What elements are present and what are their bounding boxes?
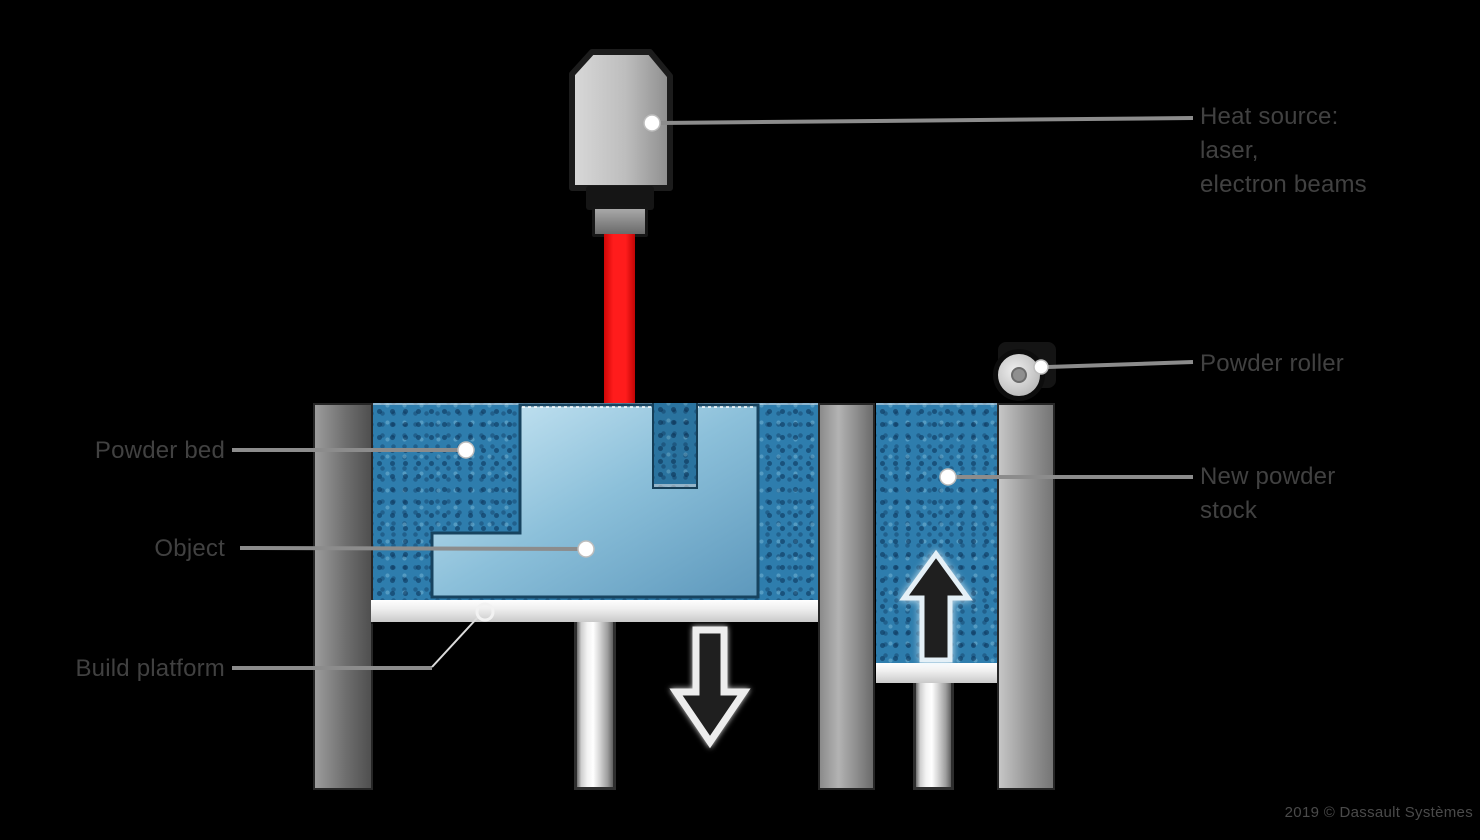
heat-source-leader-line (659, 116, 1194, 125)
roller-leader-line (1047, 360, 1194, 369)
right-wall (997, 403, 1055, 790)
left-wall (313, 403, 373, 790)
build-piston (574, 622, 616, 790)
powder-bed-label: Powder bed (94, 437, 225, 464)
laser-beam (604, 234, 635, 404)
laser-lens (592, 206, 648, 237)
powder-roller-label: Powder roller (1200, 350, 1344, 377)
powder-supply-platform (876, 663, 997, 683)
powder-filled-slot (652, 403, 698, 489)
heat-source-callout-dot (643, 114, 661, 132)
object-label: Object (154, 535, 225, 562)
powder-bed-area (373, 403, 818, 600)
new-powder-stock-label-line1: New powder (1200, 463, 1336, 490)
roller-hub (1011, 367, 1027, 383)
build-platform-label: Build platform (75, 655, 225, 682)
new-powder-stock-label-line2: stock (1200, 497, 1258, 524)
build-platform-diagonal-line (431, 615, 480, 668)
heat-source-label: Heat source: laser, electron beams (1200, 100, 1367, 202)
heat-source-label-line1: Heat source: (1200, 103, 1339, 130)
build-platform-bar (371, 600, 818, 622)
middle-wall (818, 403, 875, 790)
new-powder-stock-label: New powder stock (1200, 460, 1335, 528)
new-powder-stock-area (876, 403, 997, 663)
down-arrow-icon (669, 626, 751, 749)
laser-head-icon (569, 49, 673, 191)
heat-source-label-line2: laser, (1200, 137, 1259, 164)
powder-supply-piston (913, 683, 954, 790)
heat-source-label-line3: electron beams (1200, 171, 1367, 198)
copyright-watermark: 2019 © Dassault Systèmes (1284, 804, 1473, 821)
